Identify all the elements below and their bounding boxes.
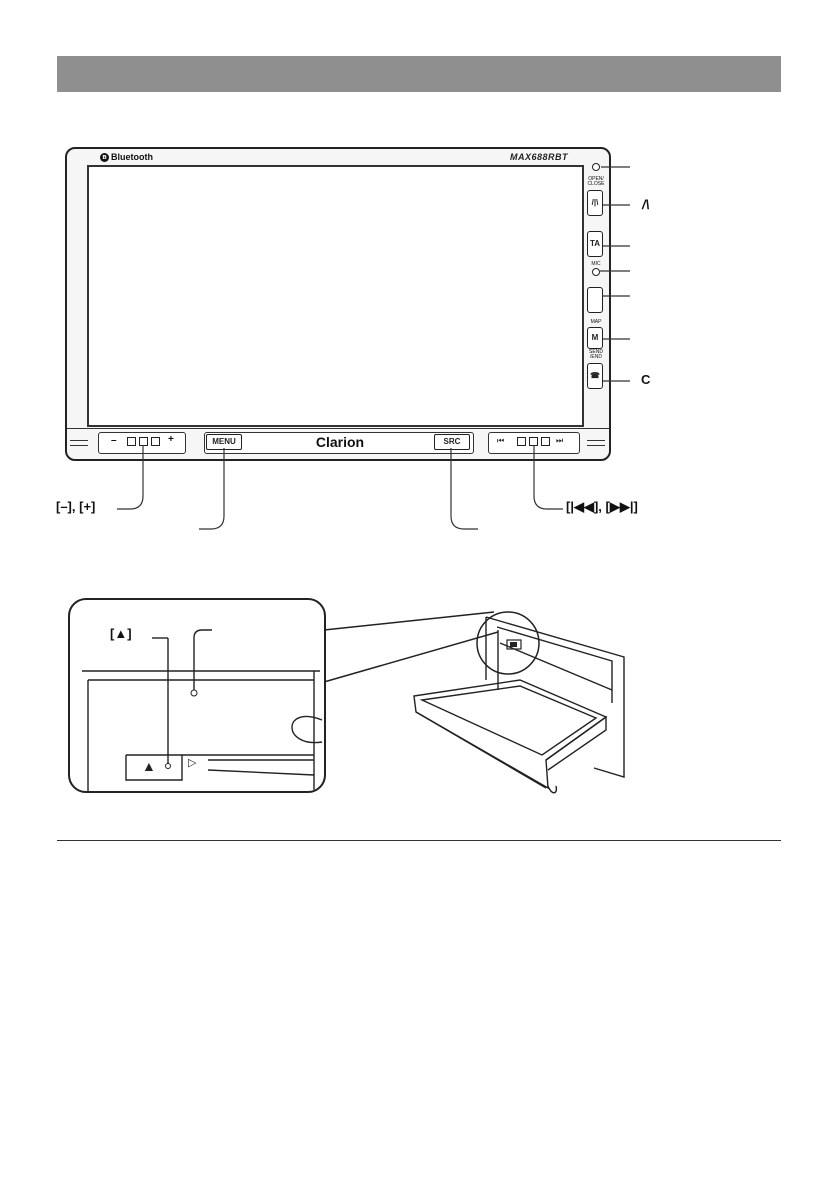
bluetooth-label: Bluetooth bbox=[111, 152, 153, 162]
bottom-control-strip bbox=[67, 428, 609, 459]
open-close-callout: /\ bbox=[642, 197, 650, 212]
power-led bbox=[592, 163, 600, 171]
volume-indicator-1 bbox=[127, 437, 136, 446]
eject-button[interactable]: ▲ bbox=[142, 758, 156, 774]
volume-indicator-3 bbox=[151, 437, 160, 446]
model-name: MAX688RBT bbox=[510, 152, 569, 162]
ta-button[interactable]: TA bbox=[587, 231, 603, 257]
mic-label: MIC bbox=[591, 261, 601, 267]
display-screen bbox=[87, 165, 584, 427]
open-close-label: OPEN/ CLOSE bbox=[587, 176, 605, 187]
track-indicator-1 bbox=[517, 437, 526, 446]
right-side-tab bbox=[587, 440, 605, 446]
map-button[interactable]: M bbox=[587, 327, 603, 349]
blank-button[interactable] bbox=[587, 287, 603, 313]
eject-zoom-view: [▲] ▲ ▷ bbox=[68, 598, 326, 793]
section-header-bar bbox=[57, 56, 781, 92]
left-side-tab bbox=[70, 440, 88, 446]
send-end-callout: C bbox=[641, 372, 651, 387]
source-button[interactable]: SRC bbox=[434, 434, 470, 450]
brand-logo: Clarion bbox=[315, 434, 365, 450]
open-close-button[interactable]: /|\ bbox=[587, 190, 603, 216]
volume-up-button[interactable]: + bbox=[168, 434, 174, 445]
volume-callout: [–], [+] bbox=[56, 499, 96, 514]
previous-track-button[interactable]: ⏮ bbox=[497, 436, 505, 445]
center-control-pad bbox=[204, 432, 474, 454]
track-callout: [|◀◀], [▶▶|] bbox=[566, 499, 638, 514]
section-divider bbox=[57, 840, 781, 841]
eject-zoom-lines bbox=[82, 629, 323, 791]
bluetooth-icon: ʙ bbox=[100, 153, 109, 163]
map-label: MAP bbox=[590, 319, 602, 325]
track-indicator-3 bbox=[541, 437, 550, 446]
slot-arrow-icon: ▷ bbox=[188, 757, 197, 769]
volume-down-button[interactable]: – bbox=[111, 435, 117, 446]
eject-callout: [▲] bbox=[110, 626, 132, 641]
send-end-button[interactable]: ☎ bbox=[587, 363, 603, 389]
send-end-label: SEND /END bbox=[589, 349, 603, 360]
mic-hole bbox=[592, 268, 600, 276]
next-track-button[interactable]: ⏭ bbox=[556, 436, 564, 445]
